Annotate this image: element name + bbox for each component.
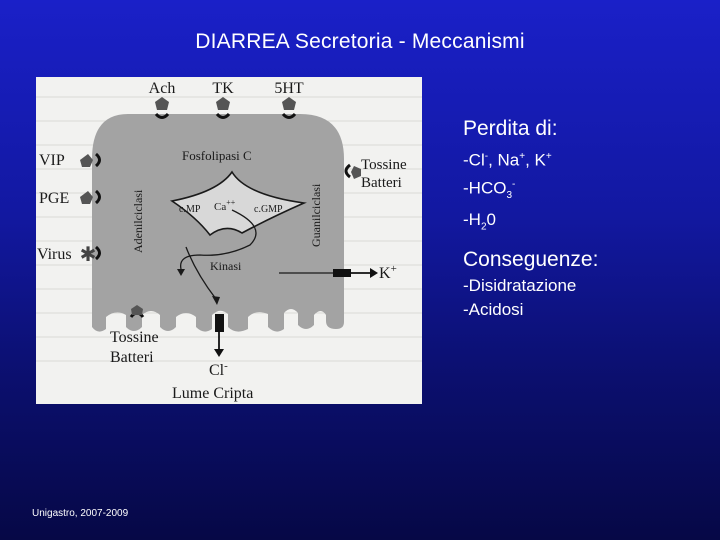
label-cl-ion: Cl- bbox=[209, 360, 228, 379]
receptor-tk bbox=[215, 97, 231, 119]
conseguenze-heading: Conseguenze: bbox=[463, 248, 599, 271]
pathway-curve-arrow bbox=[179, 209, 257, 270]
label-vip: VIP bbox=[39, 152, 65, 169]
receptor-5ht bbox=[281, 97, 297, 119]
pathway-cl-arrow bbox=[185, 246, 217, 300]
label-tossine-right: Tossine bbox=[361, 157, 407, 173]
conseguenze-block: Conseguenze: -Disidratazione -Acidosi bbox=[463, 248, 598, 322]
mechanism-diagram: Ach TK 5HT ✱ VIP PGE Virus Tossine Batte… bbox=[36, 80, 422, 402]
label-virus: Virus bbox=[37, 246, 72, 263]
perdita-water: -H20 bbox=[463, 209, 496, 233]
conseguenze-item: -Acidosi bbox=[463, 300, 524, 319]
receptor-toxin-right bbox=[344, 163, 361, 179]
label-guanilciclasi: Guanilciclasi bbox=[309, 183, 323, 247]
label-ca: Ca++ bbox=[214, 198, 236, 213]
perdita-block: Perdita di: -Cl-, Na+, K+ -HCO3- -H20 bbox=[463, 117, 558, 239]
slide-footer: Unigastro, 2007-2009 bbox=[32, 508, 129, 519]
receptor-virus: ✱ bbox=[80, 244, 101, 266]
k-channel bbox=[333, 269, 351, 277]
label-cgmp: c.GMP bbox=[254, 204, 283, 215]
label-5ht: 5HT bbox=[274, 80, 304, 97]
label-batteri-right: Batteri bbox=[361, 175, 402, 191]
receptor-vip bbox=[80, 152, 101, 168]
label-pge: PGE bbox=[39, 190, 69, 207]
receptor-pge bbox=[80, 189, 101, 205]
label-tossine-bottom: Tossine bbox=[110, 329, 159, 346]
perdita-ions: -Cl-, Na+, K+ bbox=[463, 150, 552, 170]
label-adenilciclasi: Adenilciclasi bbox=[131, 189, 145, 253]
cl-out-arrowhead bbox=[214, 349, 224, 357]
k-out-arrowhead bbox=[370, 268, 378, 278]
conseguenze-item: -Disidratazione bbox=[463, 276, 577, 295]
slide-title: DIARREA Secretoria - Meccanismi bbox=[195, 30, 525, 53]
label-fosfolipasi: Fosfolipasi C bbox=[182, 148, 252, 163]
label-lume-cripta: Lume Cripta bbox=[172, 385, 253, 402]
label-cmp: c.MP bbox=[179, 204, 201, 215]
cl-arrowhead bbox=[212, 296, 220, 305]
mechanism-figure: Ach TK 5HT ✱ VIP PGE Virus Tossine Batte… bbox=[36, 77, 422, 404]
label-ach: Ach bbox=[149, 80, 176, 97]
perdita-heading: Perdita di: bbox=[463, 117, 558, 140]
receptor-toxin-bottom bbox=[129, 305, 145, 318]
cl-channel bbox=[215, 314, 224, 332]
label-tk: TK bbox=[212, 80, 234, 97]
label-k-ion: K+ bbox=[379, 263, 397, 282]
curve-arrowhead bbox=[177, 269, 185, 276]
perdita-bicarbonate: -HCO3- bbox=[463, 178, 516, 201]
virus-star-icon: ✱ bbox=[80, 244, 97, 266]
label-batteri-bottom: Batteri bbox=[110, 349, 154, 366]
label-kinasi: Kinasi bbox=[210, 259, 242, 273]
receptor-ach bbox=[154, 97, 170, 119]
second-messenger-compartment bbox=[169, 170, 307, 237]
